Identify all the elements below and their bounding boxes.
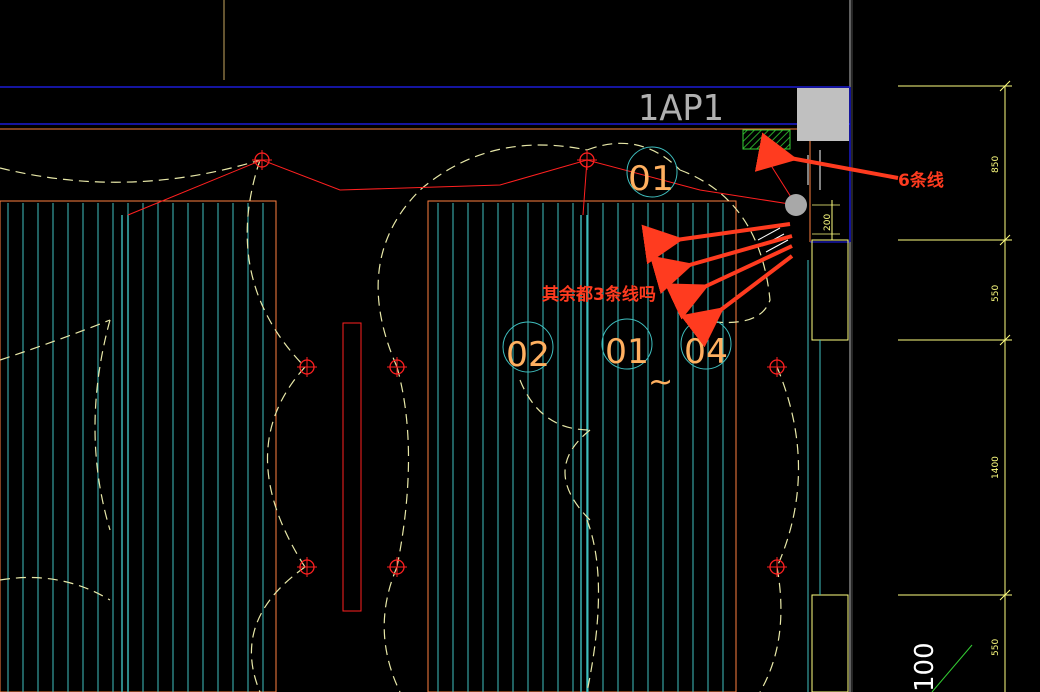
dimension-550-lower: 550 xyxy=(991,639,1001,656)
light-fixture-icon xyxy=(767,357,787,377)
light-coverage-arcs xyxy=(0,142,800,692)
circuit-tag-tilde: ~ xyxy=(648,365,673,400)
light-fixture-icon xyxy=(767,557,787,577)
dimension-550-upper: 550 xyxy=(991,285,1001,302)
junction-node xyxy=(785,194,807,216)
dimension-200: 200 xyxy=(823,214,833,231)
light-fixture-icon xyxy=(387,557,407,577)
light-fixtures xyxy=(252,150,787,577)
right-dimension-line xyxy=(831,80,1012,692)
annotation-arrows xyxy=(641,132,899,348)
light-fixture-icon xyxy=(252,150,272,170)
circuit-tag-04: 04 xyxy=(684,332,728,372)
panel-box xyxy=(797,88,849,141)
light-fixture-icon xyxy=(577,150,597,170)
dimension-100: 100 xyxy=(910,642,940,692)
dimension-850: 850 xyxy=(991,156,1001,173)
light-fixture-icon xyxy=(297,357,317,377)
circuit-tag-01: 01 xyxy=(605,332,649,372)
dimension-1400: 1400 xyxy=(991,456,1001,479)
center-column-outline xyxy=(342,322,362,612)
panel-label: 1AP1 xyxy=(638,88,724,129)
right-shelving xyxy=(427,200,821,692)
wall-band xyxy=(0,86,851,243)
red-wiring xyxy=(127,147,797,216)
green-hatched-box xyxy=(742,129,791,150)
annotation-six-lines: 6条线 xyxy=(898,170,944,191)
left-shelving xyxy=(0,200,277,692)
light-fixture-icon xyxy=(297,557,317,577)
circuit-tag-02: 02 xyxy=(506,335,550,375)
circuit-tag-top: 01 xyxy=(628,159,674,199)
light-fixture-icon xyxy=(387,357,407,377)
annotation-rest-three-lines: 其余都3条线吗 xyxy=(542,284,656,305)
green-diagonal-mark xyxy=(931,644,973,692)
